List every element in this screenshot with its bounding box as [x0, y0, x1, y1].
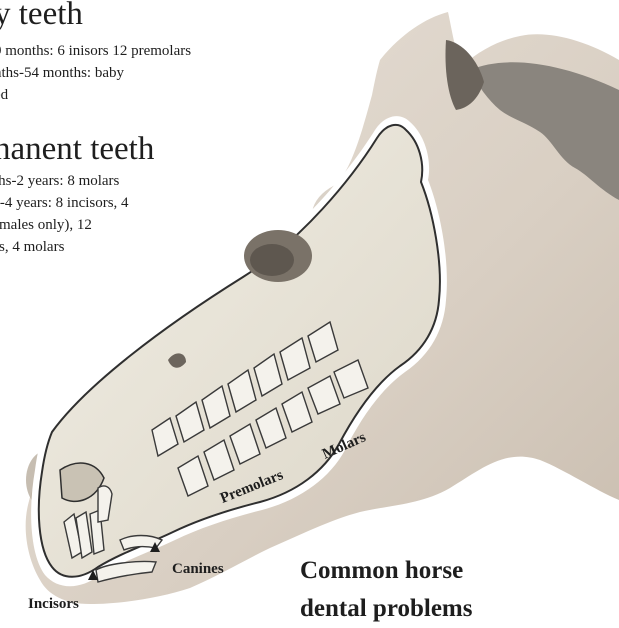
- section-heading-line-1: Common horse: [300, 552, 472, 590]
- incisors-label: Incisors: [28, 596, 79, 613]
- section-heading-line-2: dental problems: [300, 590, 472, 628]
- permanent-teeth-line-4: rs, 4 molars: [0, 237, 64, 257]
- permanent-teeth-line-3: (males only), 12: [0, 215, 92, 235]
- eye-socket-inner: [250, 244, 294, 276]
- baby-teeth-line-3: ed: [0, 85, 8, 105]
- permanent-teeth-line-2: s-4 years: 8 incisors, 4: [0, 193, 129, 213]
- permanent-teeth-line-1: ths-2 years: 8 molars: [0, 171, 119, 191]
- baby-teeth-title: y teeth: [0, 0, 83, 34]
- canines-label: Canines: [172, 561, 224, 578]
- baby-teeth-line-2: nths-54 months: baby: [0, 63, 124, 83]
- permanent-teeth-title: nanent teeth: [0, 129, 154, 169]
- baby-teeth-line-1: 9 months: 6 inisors 12 premolars: [0, 41, 191, 61]
